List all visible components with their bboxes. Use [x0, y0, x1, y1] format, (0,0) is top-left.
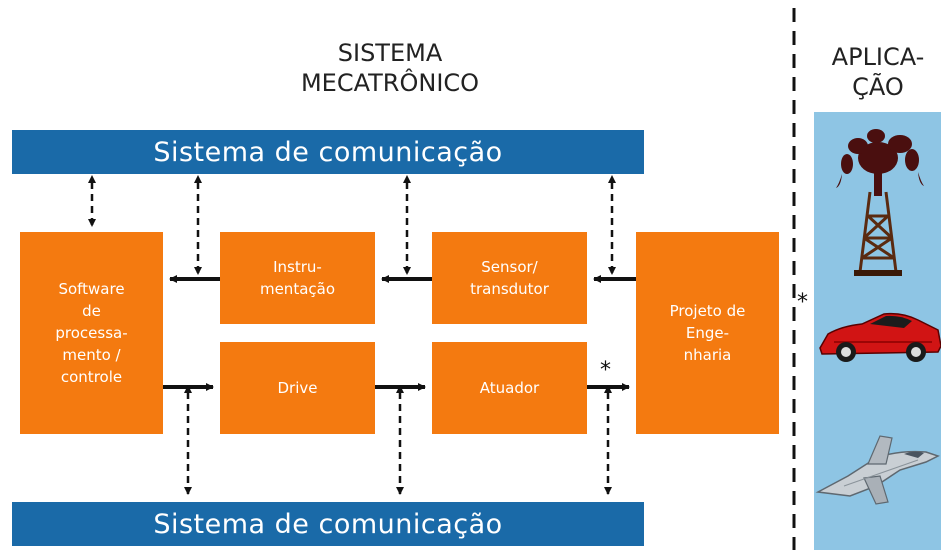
- title-line-1: SISTEMA: [337, 39, 443, 67]
- actuator-block: Atuador: [432, 342, 587, 434]
- communication-bar-bottom: Sistema de comunicação: [12, 502, 644, 546]
- diagram-title: SISTEMA MECATRÔNICO: [250, 38, 530, 98]
- drive-block: Drive: [220, 342, 375, 434]
- title-line-2: MECATRÔNICO: [300, 69, 480, 97]
- application-interface-star: *: [797, 290, 808, 315]
- fighter-jet-icon: [815, 435, 940, 505]
- actuator-output-star: *: [600, 358, 611, 383]
- instrumentation-block: Instru- mentação: [220, 232, 375, 324]
- application-panel: [814, 112, 941, 550]
- communication-bar-top: Sistema de comunicação: [12, 130, 644, 174]
- sensor-block: Sensor/ transdutor: [432, 232, 587, 324]
- software-block: Software de processa- mento / controle: [20, 232, 163, 434]
- application-title: APLICA- ÇÃO: [831, 43, 925, 101]
- oil-derrick-icon: [836, 129, 924, 276]
- project-block: Projeto de Enge- nharia: [636, 232, 779, 434]
- red-sports-car-icon: [819, 312, 941, 362]
